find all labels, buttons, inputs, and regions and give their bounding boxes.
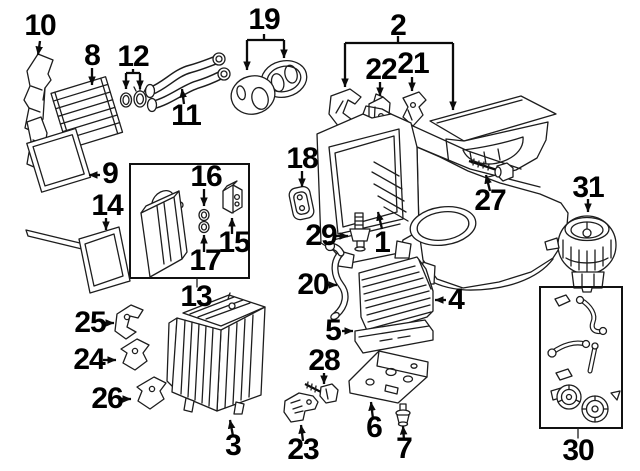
part-18-grommet-drawing — [288, 185, 315, 221]
part-5-support-strip-drawing — [354, 319, 434, 354]
part-23-bracket-drawing — [283, 392, 319, 423]
callout-6[interactable]: 6 — [366, 411, 383, 444]
part-3-heater-box-drawing — [166, 292, 266, 415]
callout-8[interactable]: 8 — [84, 39, 101, 72]
part-4-air-guide-drawing — [358, 256, 434, 336]
callout-27[interactable]: 27 — [474, 184, 506, 217]
callout-23[interactable]: 23 — [287, 433, 319, 466]
callout-12[interactable]: 12 — [117, 40, 149, 73]
callout-4[interactable]: 4 — [448, 283, 465, 316]
callout-15[interactable]: 15 — [218, 226, 250, 259]
part-2-intake-housing-drawing — [429, 95, 557, 188]
callout-14[interactable]: 14 — [91, 189, 123, 222]
part-16-17-o-rings-drawing — [198, 208, 210, 234]
callout-26[interactable]: 26 — [91, 382, 123, 415]
part-26-bracket-drawing — [136, 376, 167, 410]
callout-7[interactable]: 7 — [396, 432, 413, 465]
callout-2[interactable]: 2 — [390, 9, 407, 42]
callout-3[interactable]: 3 — [225, 429, 242, 462]
callout-19[interactable]: 19 — [248, 3, 280, 36]
callout-29[interactable]: 29 — [305, 219, 337, 252]
part-14-filter-frame-drawing — [78, 226, 131, 294]
group-box-13 — [129, 163, 250, 288]
callout-11[interactable]: 11 — [171, 99, 202, 132]
callout-16[interactable]: 16 — [190, 160, 222, 193]
callout-9[interactable]: 9 — [102, 157, 119, 190]
part-20-drain-tube-drawing — [324, 240, 349, 321]
part-7-push-pin-drawing — [395, 403, 411, 427]
callout-24[interactable]: 24 — [73, 343, 105, 376]
callout-25[interactable]: 25 — [74, 306, 106, 339]
part-6-mounting-plate-drawing — [348, 350, 429, 404]
callout-10[interactable]: 10 — [24, 9, 56, 42]
part-25-bracket-drawing — [114, 304, 144, 340]
part-11-heater-hoses-drawing — [144, 52, 231, 113]
part-29-bolt-drawing — [349, 212, 371, 252]
callout-13[interactable]: 13 — [180, 280, 212, 313]
part-21-bracket-drawing — [402, 91, 427, 127]
callout-21[interactable]: 21 — [397, 47, 429, 80]
part-12-clamps-drawing — [119, 85, 147, 108]
callout-30[interactable]: 30 — [562, 434, 594, 467]
callout-28[interactable]: 28 — [308, 344, 340, 377]
group-box-30 — [539, 286, 623, 439]
part-28-screw-clip-drawing — [304, 381, 339, 404]
part-19-seals-drawing — [230, 60, 308, 115]
part-13-evaporator-drawing — [140, 189, 188, 278]
callout-31[interactable]: 31 — [572, 171, 604, 204]
part-15-expansion-valve-drawing — [222, 180, 243, 214]
part-24-bracket-drawing — [120, 338, 150, 371]
callout-5[interactable]: 5 — [325, 314, 342, 347]
part-27-screw-drawing — [468, 158, 514, 182]
callout-22[interactable]: 22 — [365, 53, 397, 86]
callout-18[interactable]: 18 — [286, 142, 318, 175]
callout-20[interactable]: 20 — [297, 268, 329, 301]
part-2-mount-bracket-drawing — [328, 88, 362, 128]
callout-arrows — [35, 34, 592, 442]
callout-1[interactable]: 1 — [374, 226, 391, 259]
callout-17[interactable]: 17 — [189, 244, 221, 277]
